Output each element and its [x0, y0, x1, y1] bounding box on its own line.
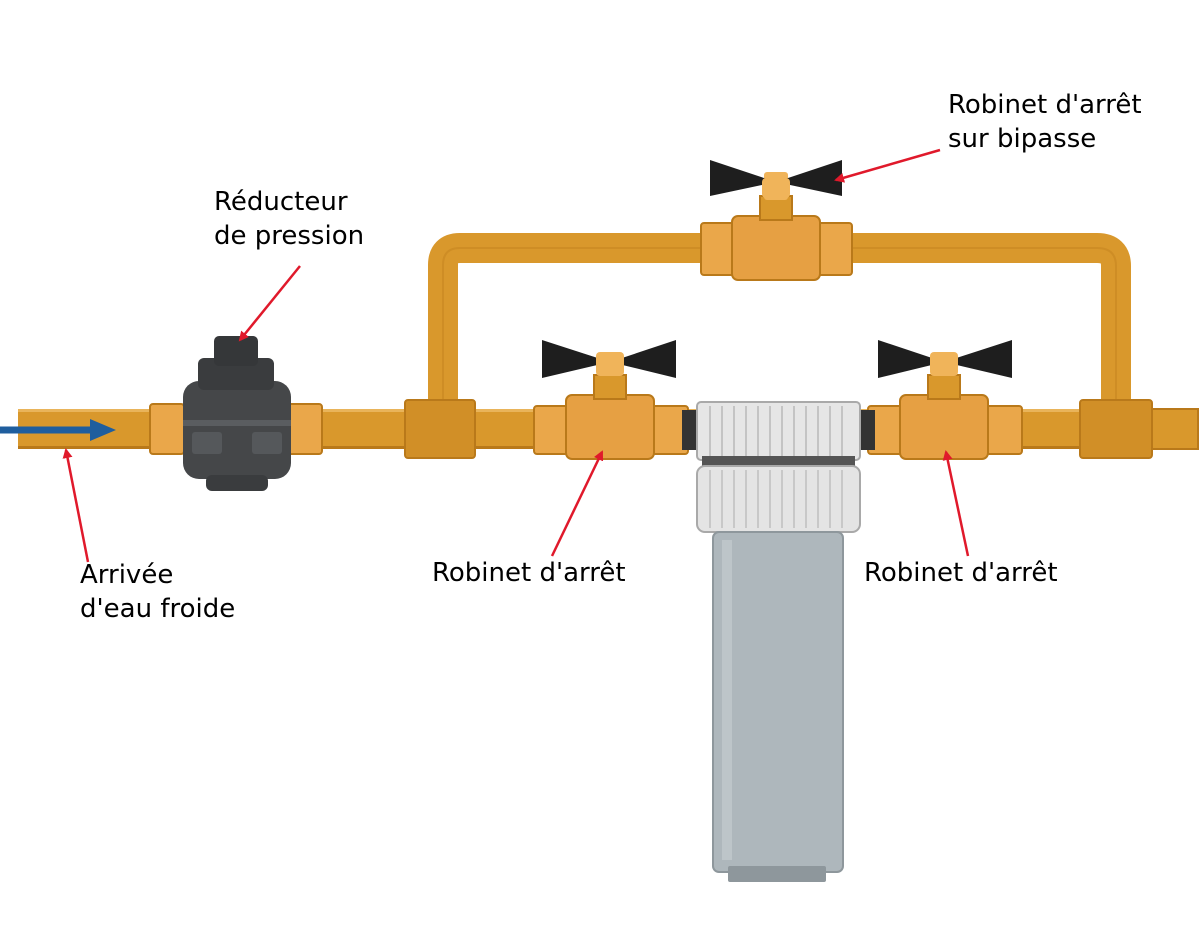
label-pressure-reducer: Réducteur de pression	[214, 187, 365, 251]
right-valve-handle	[878, 340, 1012, 378]
leader-inlet	[62, 448, 90, 563]
water-filter	[696, 401, 861, 882]
tee-fitting-left	[404, 399, 476, 459]
pipe-end	[1151, 408, 1199, 450]
label-valve-left: Robinet d'arrêt	[432, 558, 626, 588]
left-valve-handle	[542, 340, 676, 378]
label-bypass-valve: Robinet d'arrêt sur bipasse	[948, 90, 1142, 154]
stop-valve-left	[533, 340, 689, 460]
leader-pressure-reducer	[238, 265, 301, 342]
tee-fitting-right	[1079, 399, 1153, 459]
label-inlet: Arrivée d'eau froide	[80, 560, 236, 624]
leader-valve-right	[942, 450, 970, 557]
filter-bowl	[712, 531, 844, 873]
bypass-valve	[700, 160, 853, 281]
leader-valve-left	[550, 450, 604, 557]
bypass-valve-handle	[710, 160, 842, 196]
stop-valve-right	[867, 340, 1023, 460]
leader-bypass-valve	[834, 148, 941, 183]
label-valve-right: Robinet d'arrêt	[864, 558, 1058, 588]
pressure-reducer	[149, 336, 323, 491]
